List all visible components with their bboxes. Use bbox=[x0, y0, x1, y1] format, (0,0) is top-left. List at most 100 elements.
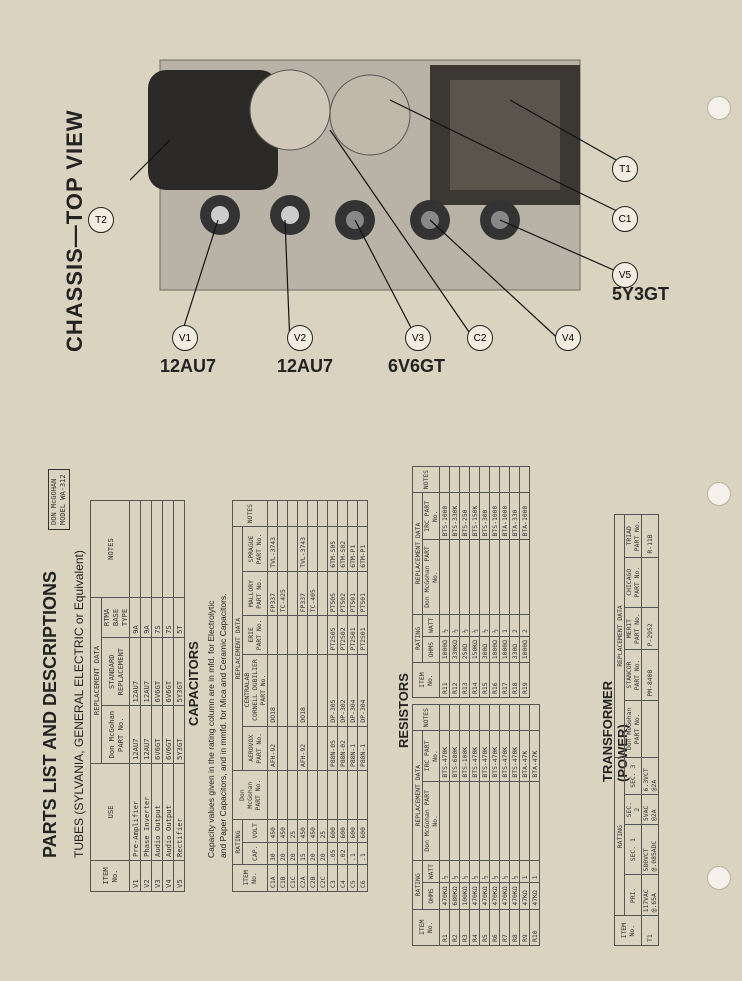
table-cell: BTS-470K bbox=[489, 730, 500, 782]
table-cell: PT2S05 bbox=[327, 615, 338, 655]
table-cell: 7S bbox=[162, 597, 174, 638]
th-cap: CAP. bbox=[242, 842, 268, 865]
table-cell: 6V6GT bbox=[162, 637, 174, 706]
table-cell: 470KΩ bbox=[489, 882, 500, 910]
table-cell: DO18 bbox=[267, 654, 278, 727]
table-cell: TVL-3743 bbox=[297, 526, 308, 572]
table-cell bbox=[509, 781, 520, 861]
table-cell: 20 bbox=[277, 842, 288, 865]
th-dmc: Don McGohan PART No. bbox=[624, 700, 642, 758]
table-cell: 600 bbox=[357, 819, 368, 843]
table-cell: R19 bbox=[519, 662, 530, 698]
table-cell bbox=[287, 770, 298, 820]
th-merit: MERIT PART No. bbox=[624, 607, 642, 650]
table-cell bbox=[277, 654, 288, 727]
table-cell: 9A bbox=[140, 597, 152, 638]
table-cell: 7S bbox=[151, 597, 163, 638]
table-cell: BTS-250 bbox=[459, 492, 470, 540]
table-cell bbox=[459, 704, 470, 731]
th-dmc: Don McGohan PART No. bbox=[422, 539, 440, 615]
resistors-left-wrap: ITEM No. RATING REPLACEMENT DATA NOTES O… bbox=[412, 704, 540, 946]
table-cell: C3 bbox=[327, 864, 338, 892]
table-cell bbox=[479, 781, 490, 861]
th-sprague: SPRAGUE PART No. bbox=[242, 526, 268, 572]
table-cell: 100KΩ bbox=[459, 882, 470, 910]
table-cell: 470KΩ bbox=[499, 882, 510, 910]
table-cell: AFH-92 bbox=[267, 726, 278, 771]
table-cell: 330Ω bbox=[509, 636, 520, 663]
table-cell bbox=[499, 539, 510, 615]
callout-c2: C2 bbox=[467, 325, 493, 351]
table-cell: 20 bbox=[287, 842, 298, 865]
table-cell bbox=[347, 770, 358, 820]
table-cell: 5VAC @2A bbox=[641, 794, 659, 825]
resistors-right-wrap: ITEM No. RATING REPLACEMENT DATA NOTES O… bbox=[412, 466, 530, 698]
table-cell: C1B bbox=[277, 864, 288, 892]
th-irc: IRC PART No. bbox=[422, 730, 440, 782]
table-cell bbox=[317, 526, 328, 572]
table-cell bbox=[449, 704, 460, 731]
table-cell bbox=[519, 539, 530, 615]
table-cell: 20 bbox=[317, 842, 328, 865]
table-cell: Pre-Amplifier bbox=[129, 763, 141, 861]
table-cell: ½ bbox=[439, 860, 450, 883]
table-cell: PT502 bbox=[337, 571, 348, 616]
table-cell bbox=[277, 500, 288, 527]
table-cell: BTS-1000 bbox=[439, 492, 450, 540]
table-cell: 450 bbox=[307, 819, 318, 843]
table-cell: C6 bbox=[357, 864, 368, 892]
table-cell bbox=[519, 466, 530, 493]
table-cell: .1 bbox=[357, 842, 368, 865]
th-sec3: SEC. 3 bbox=[624, 757, 642, 795]
th-erie: ERIE PART No. bbox=[242, 615, 268, 655]
table-cell bbox=[267, 615, 278, 655]
th-rating: RATING bbox=[232, 819, 243, 865]
table-cell: 1000Ω bbox=[519, 636, 530, 663]
resistors-table-right: ITEM No. RATING REPLACEMENT DATA NOTES O… bbox=[412, 466, 530, 698]
table-cell: C5 bbox=[347, 864, 358, 892]
table-cell: P88N-02 bbox=[337, 726, 348, 771]
table-cell bbox=[439, 539, 450, 615]
table-cell: Rectifier bbox=[173, 763, 185, 861]
table-cell bbox=[489, 466, 500, 493]
table-cell bbox=[287, 526, 298, 572]
table-cell bbox=[287, 726, 298, 771]
table-cell: 450 bbox=[267, 819, 278, 843]
table-cell: R9 bbox=[519, 909, 530, 946]
capacitors-table: ITEM No. RATING Don McGohan PART No. REP… bbox=[232, 500, 368, 892]
table-cell: 1 bbox=[519, 860, 530, 883]
table-cell bbox=[173, 500, 185, 598]
table-cell bbox=[509, 704, 520, 731]
table-cell bbox=[479, 704, 490, 731]
table-cell bbox=[307, 654, 318, 727]
table-cell bbox=[499, 781, 510, 861]
table-cell bbox=[327, 770, 338, 820]
table-cell: 1 bbox=[529, 860, 540, 883]
table-cell: PT501 bbox=[357, 571, 368, 616]
table-cell: 6.3VCT @2A bbox=[641, 757, 659, 795]
table-cell bbox=[469, 539, 480, 615]
table-cell: ½ bbox=[489, 860, 500, 883]
table-cell: BTS-470K bbox=[479, 730, 490, 782]
th-centralab: CENTRALAB CORNELL DUBILIER PART No. bbox=[242, 654, 268, 727]
table-cell bbox=[459, 781, 470, 861]
table-cell: 250Ω bbox=[459, 636, 470, 663]
table-cell bbox=[519, 704, 530, 731]
table-cell bbox=[297, 500, 308, 527]
th-dmc: Don McGohan PART No. bbox=[422, 781, 440, 861]
cap-note1: Capacity values given in the rating colu… bbox=[206, 600, 216, 858]
table-cell bbox=[439, 466, 450, 493]
th-chicago: CHICAGO PART No. bbox=[624, 557, 642, 608]
table-cell bbox=[449, 466, 460, 493]
th-repl: REPLACEMENT DATA bbox=[614, 514, 625, 758]
